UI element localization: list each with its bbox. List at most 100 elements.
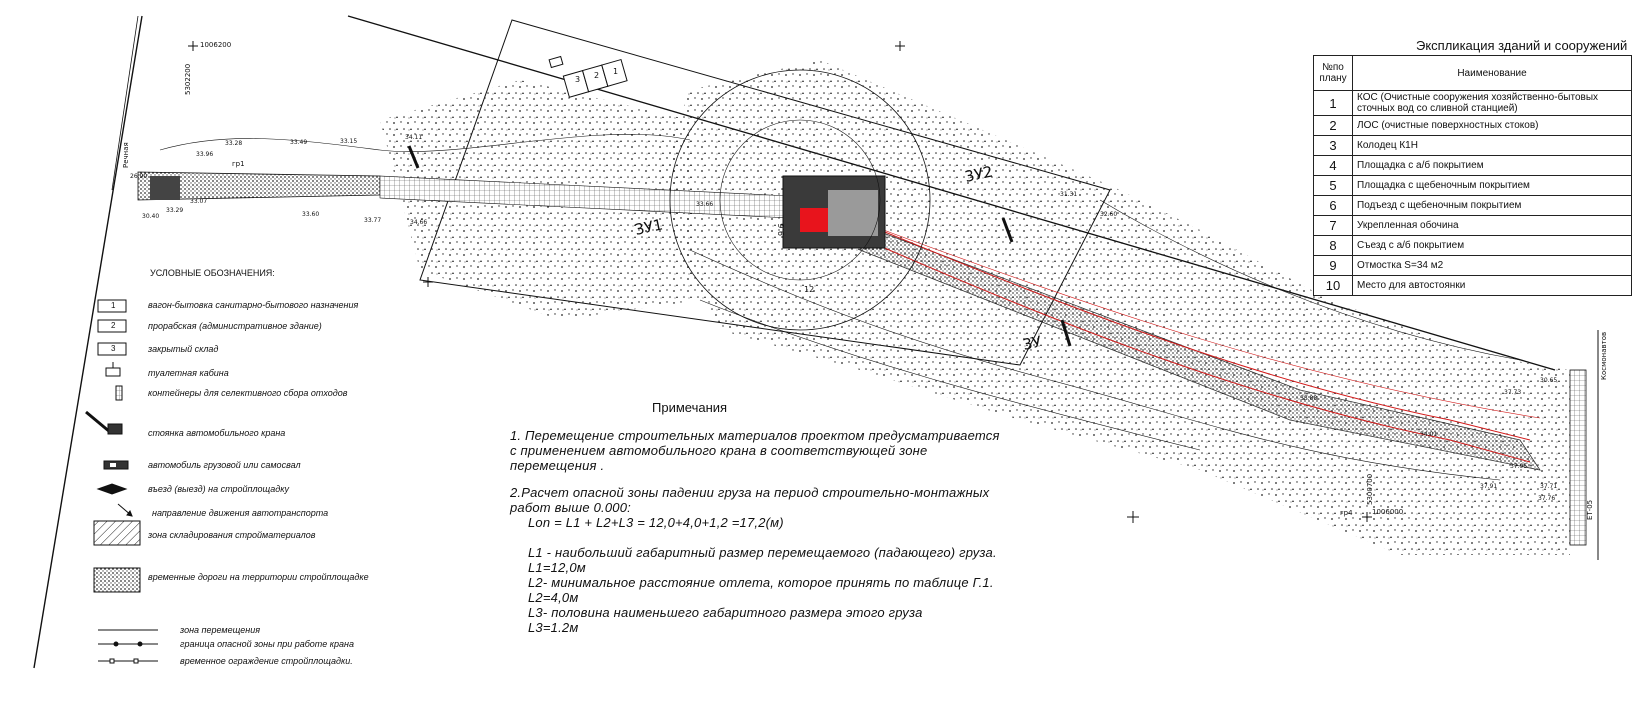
zone-label: 3У	[1021, 332, 1043, 353]
notes-title: Примечания	[652, 400, 728, 415]
zone-label: 3У2	[963, 162, 994, 185]
coord-label: 5300700	[1366, 474, 1374, 505]
treatment-facility	[782, 175, 886, 249]
elevation-label: 33.28	[225, 140, 242, 147]
legend-item-label: стоянка автомобильного крана	[148, 428, 286, 438]
coord-label: 5302200	[184, 64, 192, 95]
note-line: L3- половина наименьшего габаритного раз…	[528, 605, 923, 620]
vegetation-area	[660, 60, 1570, 555]
note-line: Lon = L1 + L2+L3 = 12,0+4,0+1,2 =17,2(м)	[528, 515, 784, 530]
elevation-label: 30.40	[142, 213, 159, 220]
gauge-label: ЕТ-05	[1586, 500, 1594, 520]
legend-item-label: зона перемещения	[180, 625, 261, 635]
marker-label: гр1	[232, 160, 245, 168]
explication-title: Экспликация зданий и сооружений	[1416, 38, 1628, 53]
legend-item-label: прорабская (административное здание)	[148, 321, 322, 331]
row-number: 4	[1313, 155, 1353, 176]
elevation-label: 33.29	[166, 207, 183, 214]
row-number: 7	[1313, 215, 1353, 236]
note-line: перемещения .	[510, 458, 605, 473]
legend-symbols	[85, 299, 158, 664]
row-number: 6	[1313, 195, 1353, 216]
elevation-label: 37.71	[1540, 483, 1557, 490]
row-number: 3	[1313, 135, 1353, 156]
legend-item-label: закрытый склад	[148, 344, 219, 354]
row-name: Площадка с щебеночным покрытием	[1352, 175, 1632, 196]
elevation-label: 33.66	[696, 201, 713, 208]
legend-symbol-label: 3	[111, 344, 116, 353]
note-line: L1=12,0м	[528, 560, 586, 575]
elevation-label: 37.73	[1504, 389, 1521, 396]
dimension-label: 12	[804, 285, 814, 294]
elevation-label: 33.15	[340, 138, 357, 145]
street-label: Речная	[122, 142, 130, 168]
note-line: L2=4,0м	[528, 590, 579, 605]
row-number: 8	[1313, 235, 1353, 256]
row-name: ЛОС (очистные поверхностных стоков)	[1352, 115, 1632, 136]
note-line: работ выше 0.000:	[510, 500, 631, 515]
elevation-label: 37.91	[1480, 483, 1497, 490]
marker-label: гр4	[1340, 509, 1353, 517]
diagonal-road	[859, 227, 1541, 471]
legend-item-label: вагон-бытовка санитарно-бытового назначе…	[148, 300, 359, 310]
row-name: Место для автостоянки	[1352, 275, 1632, 296]
row-number: 10	[1313, 275, 1353, 296]
zone-label: 3У1	[633, 215, 664, 238]
legend-symbol-label: 2	[111, 321, 116, 330]
row-name: КОС (Очистные сооружения хозяйственно-бы…	[1352, 90, 1632, 116]
crane-stand-symbol	[407, 145, 1072, 347]
elevation-label: 34.11	[405, 134, 422, 141]
note-line: 2.Расчет опасной зоны падении груза на п…	[510, 485, 990, 500]
row-name: Площадка с а/б покрытием	[1352, 155, 1632, 176]
dimension-label: 9.6	[777, 223, 786, 236]
elevation-label: 34.01	[1420, 431, 1437, 438]
coord-label: 1006200	[200, 41, 231, 49]
elevation-label: 37.95	[1510, 463, 1527, 470]
note-line: L1 - наибольший габаритный размер переме…	[528, 545, 997, 560]
row-name: Подъезд с щебеночным покрытием	[1352, 195, 1632, 216]
legend-item-label: граница опасной зоны при работе крана	[180, 639, 355, 649]
elevation-label: 37.76	[1538, 495, 1555, 502]
legend-item-label: туалетная кабина	[148, 368, 229, 378]
column-header-number: №по плану	[1313, 55, 1353, 91]
elevation-label: 33.49	[290, 139, 307, 146]
cabin-label: 3	[575, 75, 580, 84]
elevation-label: 33.77	[364, 217, 381, 224]
legend-item-label: въезд (выезд) на стройплощадку	[148, 484, 290, 494]
elevation-label: 33.88	[1300, 395, 1317, 402]
east-end-structure	[1569, 369, 1587, 546]
row-number: 1	[1313, 90, 1353, 116]
elevation-label: 30.65	[1540, 377, 1557, 384]
note-line: L2- минимальное расстояние отлета, котор…	[528, 575, 994, 590]
legend-title: Условные обозначения:	[150, 268, 275, 278]
note-line: 1. Перемещение строительных материалов п…	[510, 428, 1000, 443]
note-line: с применением автомобильного крана в соо…	[510, 443, 928, 458]
legend-item-label: зона складирования стройматериалов	[148, 530, 316, 540]
street-label: Космонавтов	[1600, 332, 1608, 380]
row-number: 9	[1313, 255, 1353, 276]
elevation-label: 33.07	[190, 198, 207, 205]
legend-symbol-label: 1	[111, 301, 116, 310]
elevation-label: 33.96	[196, 151, 213, 158]
coord-label: 1006000	[1372, 508, 1403, 516]
cabin-label: 1	[613, 67, 618, 76]
row-name: Отмостка S=34 м2	[1352, 255, 1632, 276]
row-name: Колодец К1Н	[1352, 135, 1632, 156]
column-header-name: Наименование	[1352, 55, 1632, 91]
row-name: Съезд с а/б покрытием	[1352, 235, 1632, 256]
site-cabins	[562, 58, 628, 98]
legend-item-label: направление движения автотранспорта	[152, 508, 329, 518]
crane-zone-circle	[669, 69, 931, 331]
